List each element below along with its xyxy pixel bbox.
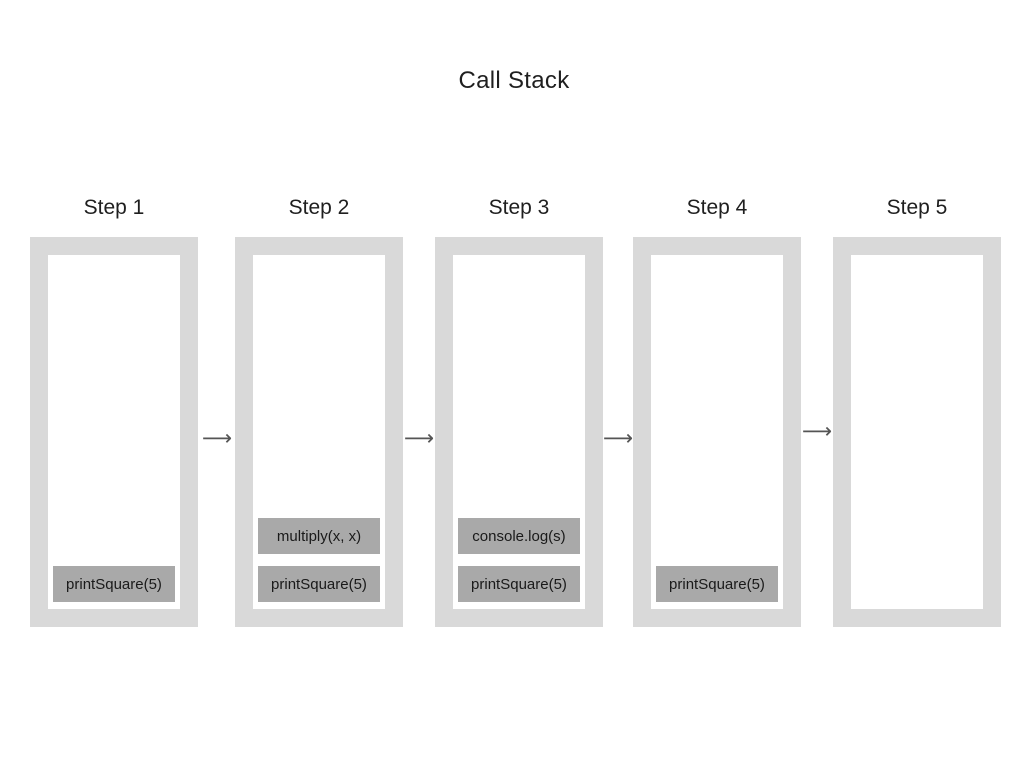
step-5-stack-area	[851, 255, 983, 609]
step-1-label: Step 1	[83, 196, 145, 219]
step-3-label: Step 3	[488, 196, 550, 219]
arrow-right-icon: ⟶	[602, 425, 634, 450]
step-2-stack-container: multiply(x, x) printSquare(5)	[235, 237, 403, 627]
arrow-right-icon: ⟶	[801, 418, 833, 443]
stack-frame: multiply(x, x)	[258, 518, 380, 554]
step-5-label: Step 5	[886, 196, 948, 219]
stack-frame: printSquare(5)	[656, 566, 778, 602]
step-3-stack-area: console.log(s) printSquare(5)	[453, 255, 585, 609]
stack-frame: printSquare(5)	[258, 566, 380, 602]
arrow-right-icon: ⟶	[403, 425, 435, 450]
step-3-stack-container: console.log(s) printSquare(5)	[435, 237, 603, 627]
stack-frame: printSquare(5)	[53, 566, 175, 602]
stack-frame: console.log(s)	[458, 518, 580, 554]
step-1-stack-area: printSquare(5)	[48, 255, 180, 609]
step-4-label: Step 4	[686, 196, 748, 219]
step-4-stack-area: printSquare(5)	[651, 255, 783, 609]
arrow-right-icon: ⟶	[201, 425, 233, 450]
stack-frame: printSquare(5)	[458, 566, 580, 602]
step-5-stack-container	[833, 237, 1001, 627]
step-4-stack-container: printSquare(5)	[633, 237, 801, 627]
step-1-stack-container: printSquare(5)	[30, 237, 198, 627]
step-2-label: Step 2	[288, 196, 350, 219]
diagram-title: Call Stack	[458, 67, 570, 94]
step-2-stack-area: multiply(x, x) printSquare(5)	[253, 255, 385, 609]
